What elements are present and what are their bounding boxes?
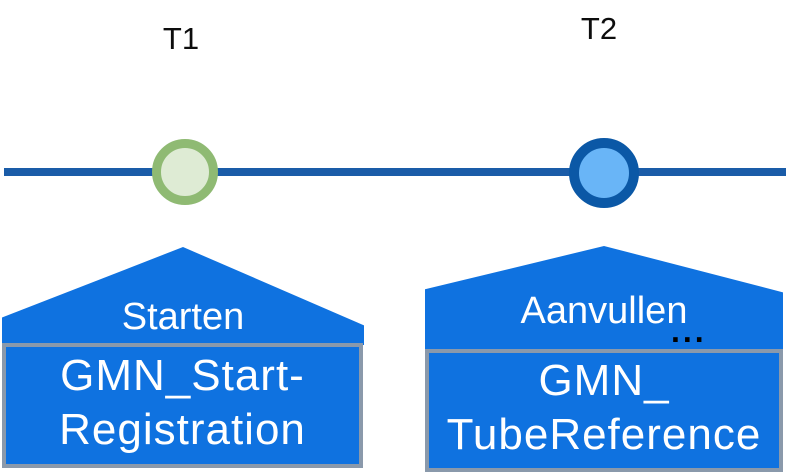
t2-activity-name-line1: GMN_ — [538, 355, 670, 405]
t1-event-label: Starten — [121, 296, 245, 339]
t1-time-label: T1 — [162, 21, 200, 56]
t2-marker-circle — [569, 138, 639, 208]
t2-event-label: Aanvullen — [520, 290, 688, 333]
t1-activity-name-line2: Registration — [59, 404, 306, 454]
t2-activity-box: GMN_ TubeReference — [425, 349, 783, 472]
t2-activity-name-line2: TubeReference — [446, 409, 762, 459]
t2-callout-roof: Aanvullen ... — [425, 246, 783, 349]
t1-activity-name-line1: GMN_Start- — [60, 350, 305, 400]
t2-time-label: T2 — [580, 11, 618, 46]
t1-marker-circle — [152, 139, 218, 205]
timeline-axis — [4, 168, 786, 176]
t1-activity-box: GMN_Start- Registration — [2, 343, 363, 468]
t1-callout-roof: Starten — [2, 247, 364, 345]
overflow-ellipsis-indicator: ... — [671, 313, 707, 349]
